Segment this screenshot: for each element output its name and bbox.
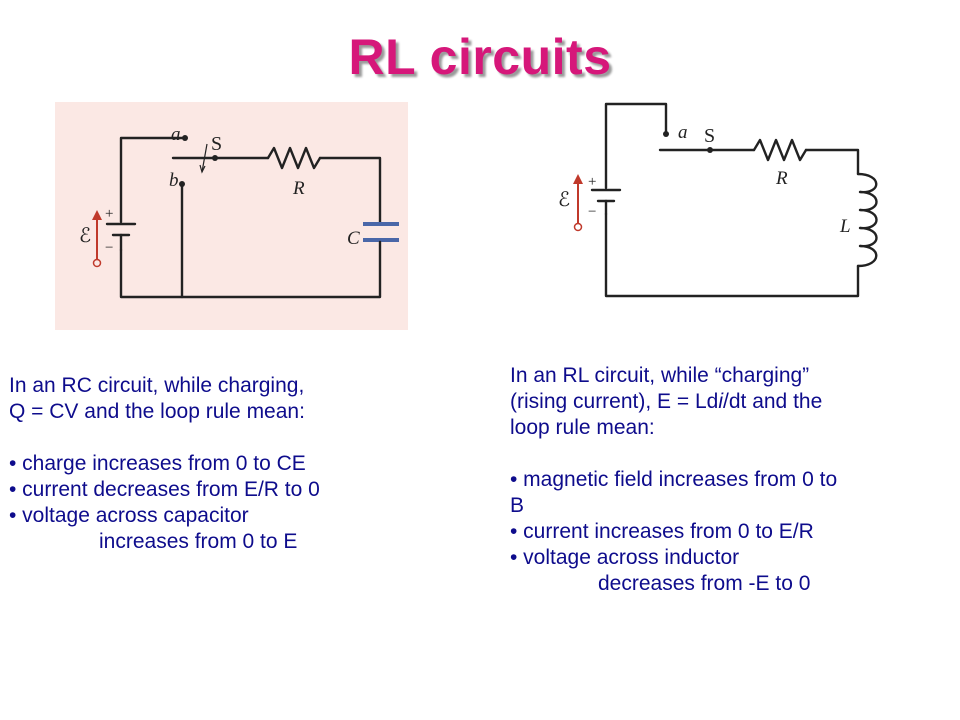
rc-intro-line-1: In an RC circuit, while charging, <box>9 374 305 397</box>
rc-capacitor-plate-top <box>363 222 399 226</box>
rl-circuit-svg: ℰ + − a S R L <box>558 102 878 298</box>
rl-bullet-current: • current increases from 0 to E/R <box>510 520 814 543</box>
rl-emf-label: ℰ <box>558 189 570 211</box>
rl-wire-right <box>804 148 860 176</box>
rl-intro-line-3: loop rule mean: <box>510 416 655 439</box>
rc-voltage-continuation: increases from 0 to E <box>99 530 298 553</box>
rc-resistor <box>266 146 322 170</box>
rl-wire-top-left <box>604 102 668 190</box>
rc-bullet-current: • current decreases from E/R to 0 <box>9 478 320 501</box>
rc-emf-label: ℰ <box>79 225 91 247</box>
rc-bullet-voltage: • voltage across capacitor <box>9 504 249 527</box>
rc-capacitor-label: C <box>347 228 360 249</box>
rl-contact-a <box>663 131 669 137</box>
rl-wire-bottom <box>604 212 860 298</box>
rl-resistor <box>752 138 808 162</box>
rc-switch-arrow <box>201 143 208 173</box>
rc-circuit-svg: ℰ + − a b S R C <box>79 124 399 299</box>
rc-wire-right <box>318 156 382 224</box>
rl-switch-label: S <box>704 125 715 147</box>
rl-minus-label: − <box>588 204 596 220</box>
rc-description: In an RC circuit, while charging, Q = CV… <box>9 373 429 555</box>
rl-intro-line-2-prefix: (rising current), E = Ld <box>510 390 719 413</box>
slide-title: RL circuits <box>348 29 612 85</box>
rl-bullet-voltage: • voltage across inductor <box>510 546 740 569</box>
rc-intro-line-2: Q = CV and the loop rule mean: <box>9 400 305 423</box>
rc-contact-a <box>182 135 188 141</box>
rc-circuit-diagram: ℰ + − a b S R C <box>55 102 408 330</box>
rc-bullet-list: • charge increases from 0 to CE • curren… <box>9 451 429 529</box>
rc-wire-top-left <box>119 136 185 224</box>
rc-bullet-charge: • charge increases from 0 to CE <box>9 452 306 475</box>
rl-intro-line-1: In an RL circuit, while “charging” <box>510 364 810 387</box>
rc-plus-label: + <box>105 206 113 222</box>
rc-a-label: a <box>171 124 181 145</box>
rl-circuit-diagram: ℰ + − a S R L <box>548 100 898 308</box>
rl-inductor-label: L <box>839 216 851 237</box>
rl-inductor <box>856 172 878 268</box>
rl-bullet-list: • magnetic field increases from 0 to B •… <box>510 467 950 571</box>
rl-plus-label: + <box>588 174 596 190</box>
rl-resistor-label: R <box>775 168 788 189</box>
rc-resistor-label: R <box>292 178 305 199</box>
rc-wire-bottom <box>119 240 382 299</box>
rl-a-label: a <box>678 122 688 143</box>
rc-switch-label: S <box>211 133 222 155</box>
rl-intro-line-2-suffix: /dt and the <box>723 390 823 413</box>
rl-description: In an RL circuit, while “charging” (risi… <box>510 363 950 597</box>
rc-capacitor-plate-bottom <box>363 238 399 242</box>
rc-b-label: b <box>169 170 179 191</box>
rl-voltage-continuation: decreases from -E to 0 <box>598 572 811 595</box>
rl-bullet-magnetic-field-cont: B <box>510 494 525 517</box>
rc-minus-label: − <box>105 240 113 256</box>
rl-bullet-magnetic-field: • magnetic field increases from 0 to <box>510 468 838 491</box>
rl-intro-line-2: (rising current), E = Ldi/dt and the <box>510 389 950 415</box>
rl-intro-line-2-italic: i <box>718 390 724 413</box>
